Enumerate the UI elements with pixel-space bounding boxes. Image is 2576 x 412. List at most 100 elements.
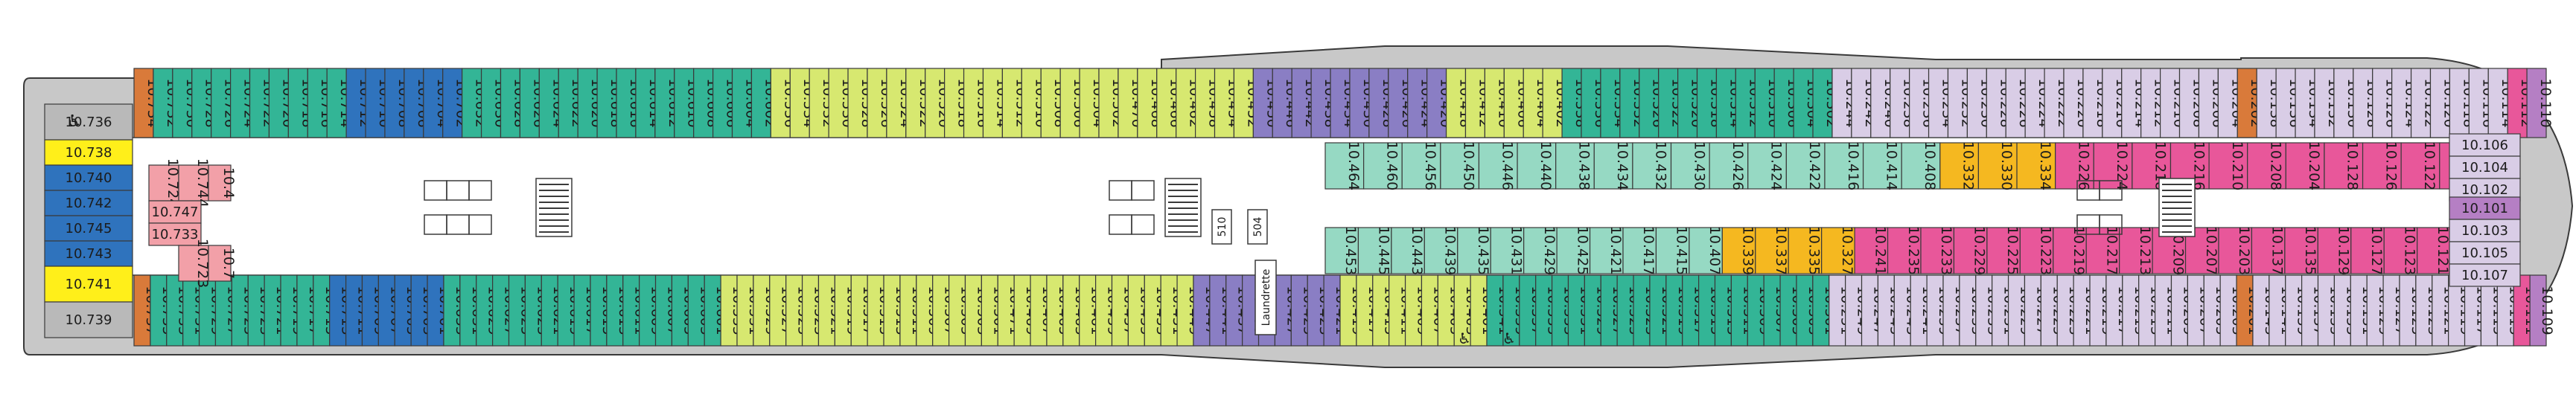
cabin[interactable]: 10.135 bbox=[2284, 226, 2318, 275]
cabin[interactable]: 10.506 bbox=[1059, 68, 1087, 138]
cabin[interactable]: 10.107 bbox=[2449, 263, 2521, 287]
cabin[interactable]: 10.445 bbox=[1357, 226, 1392, 275]
cabin[interactable]: 10.743 bbox=[44, 240, 133, 267]
cabin[interactable]: 10.101 bbox=[2449, 196, 2521, 220]
cabin[interactable]: 10.210 bbox=[2208, 141, 2248, 190]
cabin[interactable]: 10.105 bbox=[2449, 241, 2521, 265]
cabin[interactable]: 10.408 bbox=[1901, 141, 1941, 190]
cabin[interactable]: 10.744 bbox=[178, 158, 211, 207]
cabin-number: 10.417 bbox=[1640, 226, 1657, 275]
cabin[interactable]: 10.417 bbox=[1622, 226, 1657, 275]
cabin[interactable]: 10.443 bbox=[1391, 226, 1425, 275]
cabin[interactable]: 10.233 bbox=[1920, 226, 1955, 275]
cabin[interactable]: 10.332 bbox=[1939, 141, 1980, 190]
cabin[interactable]: 10.724 bbox=[148, 158, 181, 207]
cabin[interactable]: 10.219 bbox=[2053, 226, 2087, 275]
cabin-box bbox=[789, 68, 810, 138]
cabin[interactable]: 10.434 bbox=[1593, 141, 1633, 190]
cabin[interactable]: 10.337 bbox=[1755, 226, 1789, 275]
cabin[interactable]: 10.738 bbox=[44, 139, 133, 166]
cabin[interactable]: 10.122 bbox=[2400, 141, 2440, 190]
cabin[interactable]: 10.622 bbox=[558, 68, 585, 138]
cabin[interactable]: 10.425 bbox=[1556, 226, 1590, 275]
cabin[interactable]: 10.312 bbox=[1735, 68, 1762, 138]
cabin[interactable]: 10.127 bbox=[2350, 226, 2385, 275]
cabin[interactable]: 10.450 bbox=[1440, 141, 1480, 190]
cabin-box bbox=[1920, 227, 1955, 274]
cabin[interactable]: 10.217 bbox=[2085, 226, 2120, 275]
cabin[interactable]: 10.736 bbox=[44, 103, 133, 141]
cabin[interactable]: 10.415 bbox=[1655, 226, 1690, 275]
cabin[interactable]: 10.426 bbox=[1709, 141, 1749, 190]
cabin[interactable]: 10.229 bbox=[1953, 226, 1988, 275]
cabin[interactable]: 10.240 bbox=[1870, 68, 1898, 138]
cabin[interactable]: 10.421 bbox=[1589, 226, 1624, 275]
cabin[interactable]: 10.339 bbox=[1721, 226, 1756, 275]
cabin[interactable]: 10.733 bbox=[148, 222, 202, 246]
cabin[interactable]: 10.203 bbox=[2218, 226, 2252, 275]
cabin[interactable]: 10.226 bbox=[2055, 141, 2094, 190]
cabin[interactable]: 10.121 bbox=[2417, 226, 2451, 275]
cabin[interactable]: 10.439 bbox=[1424, 226, 1458, 275]
cabin[interactable]: 10.745 bbox=[44, 215, 133, 242]
cabin[interactable]: 10.129 bbox=[2317, 226, 2352, 275]
cabin[interactable]: 10.338 bbox=[1561, 68, 1589, 138]
cabin[interactable]: 10.110 bbox=[2526, 68, 2554, 138]
cabin[interactable]: 10.446 bbox=[1478, 141, 1518, 190]
cabin[interactable]: 10.460 bbox=[1363, 141, 1403, 190]
cabin-box bbox=[2487, 68, 2508, 138]
cabin[interactable]: 10.223 bbox=[2019, 226, 2054, 275]
cabin[interactable]: 10.109 bbox=[2529, 274, 2555, 347]
cabin[interactable]: 10.137 bbox=[2251, 226, 2286, 275]
cabin[interactable]: 10.723 bbox=[178, 239, 211, 288]
cabin[interactable]: 10.106 bbox=[2449, 133, 2521, 157]
cabin[interactable]: 10.442 bbox=[1291, 68, 1319, 138]
cabin-number: 10.742 bbox=[66, 196, 112, 211]
cabin[interactable]: 10.7 bbox=[208, 245, 237, 282]
cabin[interactable]: 10.440 bbox=[1517, 141, 1557, 190]
cabin-box bbox=[1478, 142, 1518, 190]
cabin[interactable]: 10.206 bbox=[2198, 68, 2225, 138]
cabin[interactable]: 10.330 bbox=[1977, 141, 2018, 190]
cabin[interactable]: 10.126 bbox=[2362, 141, 2402, 190]
cabin[interactable]: 10.103 bbox=[2449, 219, 2521, 242]
cabin[interactable]: 10.740 bbox=[44, 164, 133, 191]
cabin[interactable]: 10.128 bbox=[2324, 141, 2364, 190]
cabin[interactable]: 10.747 bbox=[148, 200, 202, 224]
cabin[interactable]: 10.334 bbox=[2016, 141, 2056, 190]
cabin[interactable]: 10.214 bbox=[2121, 68, 2149, 138]
cabin[interactable]: 10.742 bbox=[44, 190, 133, 216]
cabin-box bbox=[44, 164, 133, 191]
cabin[interactable]: 10.235 bbox=[1887, 226, 1922, 275]
cabin[interactable]: 10.429 bbox=[1523, 226, 1558, 275]
cabin[interactable]: 10.327 bbox=[1821, 226, 1855, 275]
cabin[interactable]: 10.450 bbox=[1252, 68, 1280, 138]
cabin[interactable]: 10.123 bbox=[2383, 226, 2417, 275]
cabin[interactable]: 10.416 bbox=[1824, 141, 1864, 190]
cabin[interactable]: 10.213 bbox=[2119, 226, 2153, 275]
cabin[interactable]: 10.739 bbox=[44, 301, 133, 338]
cabin[interactable]: 10.241 bbox=[1854, 226, 1888, 275]
cabin[interactable]: 10.104 bbox=[2449, 155, 2521, 179]
cabin[interactable]: 10.414 bbox=[1862, 141, 1902, 190]
cabin[interactable]: 10.422 bbox=[1785, 141, 1826, 190]
cabin[interactable]: 10.536 bbox=[770, 68, 797, 138]
cabin[interactable]: 10.407 bbox=[1689, 226, 1723, 275]
cabin[interactable]: 10.438 bbox=[1555, 141, 1595, 190]
cabin[interactable]: 10.208 bbox=[2247, 141, 2286, 190]
cabin[interactable]: 10.618 bbox=[596, 68, 624, 138]
cabin[interactable]: 10.432 bbox=[1632, 141, 1672, 190]
cabin[interactable]: 10.430 bbox=[1670, 141, 1710, 190]
cabin[interactable]: 10.464 bbox=[1324, 141, 1365, 190]
cabin[interactable]: 10.335 bbox=[1788, 226, 1822, 275]
cabin[interactable]: 10.4 bbox=[208, 164, 237, 202]
cabin[interactable]: 10.741 bbox=[44, 265, 133, 303]
cabin[interactable]: 10.431 bbox=[1490, 226, 1524, 275]
cabin[interactable]: 10.334 bbox=[1600, 68, 1627, 138]
cabin[interactable]: 10.424 bbox=[1747, 141, 1787, 190]
cabin[interactable]: 10.225 bbox=[1986, 226, 2021, 275]
cabin[interactable]: 10.456 bbox=[1401, 141, 1441, 190]
cabin[interactable]: 10.435 bbox=[1457, 226, 1491, 275]
cabin[interactable]: 10.453 bbox=[1324, 226, 1359, 275]
cabin[interactable]: 10.204 bbox=[2285, 141, 2325, 190]
